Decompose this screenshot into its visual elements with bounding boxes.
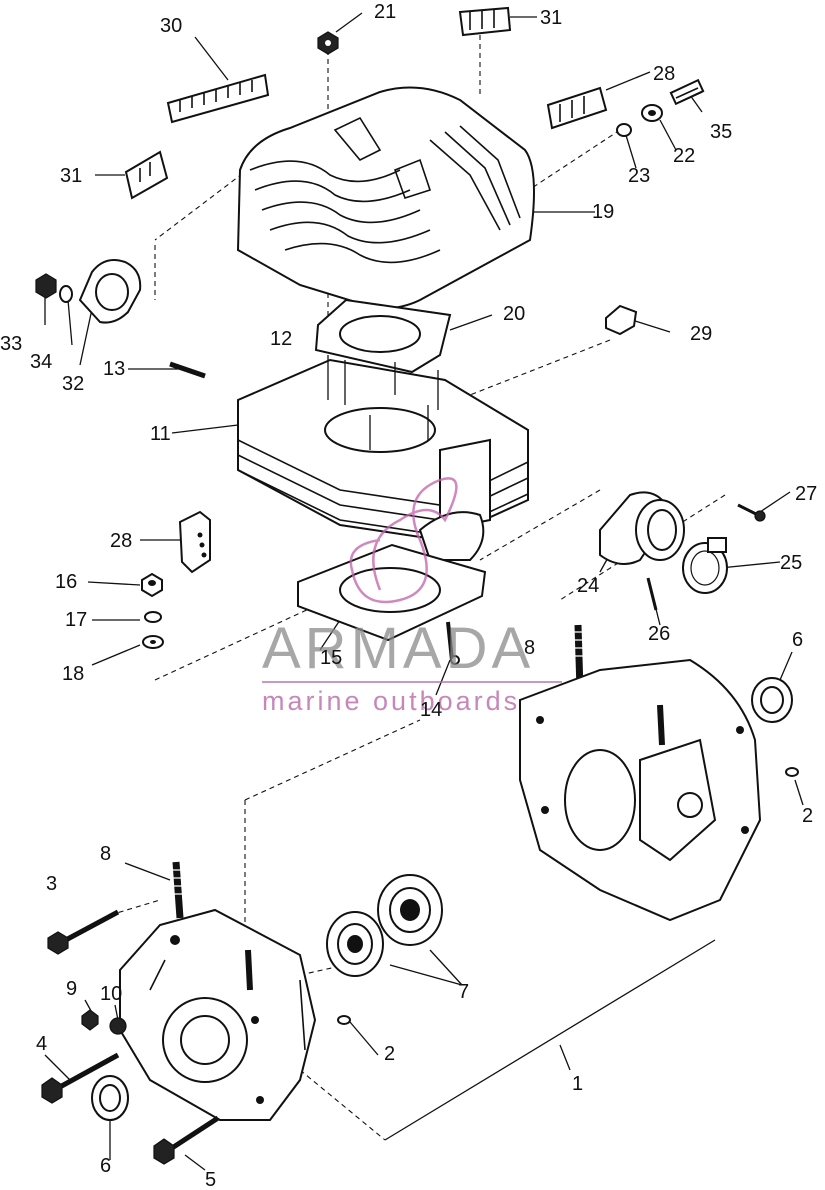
callout-34: 34	[30, 351, 52, 373]
callout-1: 1	[572, 1073, 583, 1095]
callout-19: 19	[592, 201, 614, 223]
bearing-7-inner	[326, 911, 384, 977]
nut-21	[317, 31, 339, 55]
callout-21: 21	[374, 1, 396, 23]
dowel-pin-2-left	[337, 1015, 351, 1025]
screw-26	[646, 577, 658, 611]
callout-32: 32	[62, 373, 84, 395]
watermark-logo: ARMADA marine outboards	[262, 477, 562, 716]
callout-5: 5	[205, 1169, 216, 1190]
bolt-5	[153, 1115, 220, 1165]
dowel-pin-2-right	[785, 767, 799, 777]
head-seal-block-31-top	[458, 6, 512, 37]
callout-2-left: 2	[384, 1043, 395, 1065]
callout-28-lower: 28	[110, 530, 132, 552]
head-gasket-strip-30	[166, 73, 270, 124]
callout-13: 13	[103, 358, 125, 380]
watermark-emblem	[349, 477, 458, 604]
washer-17	[144, 611, 162, 623]
head-seal-block-31-left	[124, 150, 169, 200]
stud-8-left	[172, 861, 184, 919]
callout-24: 24	[577, 575, 599, 597]
dowel-pin-13	[169, 361, 206, 379]
callout-18: 18	[62, 663, 84, 685]
screw-27	[737, 503, 766, 522]
callout-35: 35	[710, 121, 732, 143]
washer-22	[641, 104, 663, 122]
callout-27: 27	[795, 483, 817, 505]
callout-26: 26	[648, 623, 670, 645]
washer-18	[142, 635, 164, 649]
spark-plug-35	[669, 78, 705, 106]
seal-block-28-lower	[178, 510, 211, 574]
oil-seal-6-right	[751, 677, 793, 723]
callout-15: 15	[320, 647, 342, 669]
callout-8-right: 8	[524, 637, 535, 659]
callout-8-left: 8	[100, 843, 111, 865]
callout-9: 9	[66, 978, 77, 1000]
washer-34	[59, 285, 73, 303]
callout-22: 22	[673, 145, 695, 167]
watermark-brand: ARMADA	[262, 616, 534, 681]
callout-6-right: 6	[792, 629, 803, 651]
small-block-29	[605, 304, 638, 336]
oil-seal-6-left	[91, 1075, 129, 1121]
callout-7: 7	[458, 981, 469, 1003]
screw-9	[81, 1009, 99, 1031]
callout-6-left: 6	[100, 1155, 111, 1177]
callout-29: 29	[690, 323, 712, 345]
callout-14: 14	[420, 699, 442, 721]
callout-17: 17	[65, 609, 87, 631]
bolt-4	[41, 1052, 120, 1104]
callout-30: 30	[160, 15, 182, 37]
base-gasket-15	[297, 543, 487, 642]
watermark-tagline: marine outboards	[262, 686, 520, 716]
washer-10	[109, 1017, 127, 1035]
crankcase-half-left	[119, 908, 317, 1121]
callout-23: 23	[628, 165, 650, 187]
callout-16: 16	[55, 571, 77, 593]
callout-20: 20	[503, 303, 525, 325]
callout-11: 11	[150, 423, 171, 445]
callout-12: 12	[270, 328, 292, 350]
bolt-3	[47, 909, 120, 955]
washer-23	[616, 123, 632, 137]
crankcase-half-right	[519, 658, 762, 922]
nut-16	[141, 572, 163, 598]
callout-10: 10	[100, 983, 122, 1005]
stud-14	[446, 621, 460, 665]
callout-31-top: 31	[540, 7, 562, 29]
callout-25: 25	[780, 552, 802, 574]
head-seal-block-28-top	[546, 86, 608, 130]
head-gasket-20	[314, 298, 452, 374]
cylinder-block-11	[237, 355, 529, 561]
callout-4: 4	[36, 1033, 47, 1055]
exhaust-gasket-32	[78, 259, 142, 324]
intake-manifold-24	[599, 491, 685, 565]
callout-31-left: 31	[60, 165, 82, 187]
nut-33	[35, 273, 57, 299]
cylinder-head-19	[236, 86, 535, 310]
clamp-25	[682, 537, 728, 594]
callout-28-top: 28	[653, 63, 675, 85]
bearing-7-outer	[377, 874, 443, 946]
callout-33: 33	[0, 333, 22, 355]
callout-2-right: 2	[802, 805, 813, 827]
callout-3: 3	[46, 873, 57, 895]
